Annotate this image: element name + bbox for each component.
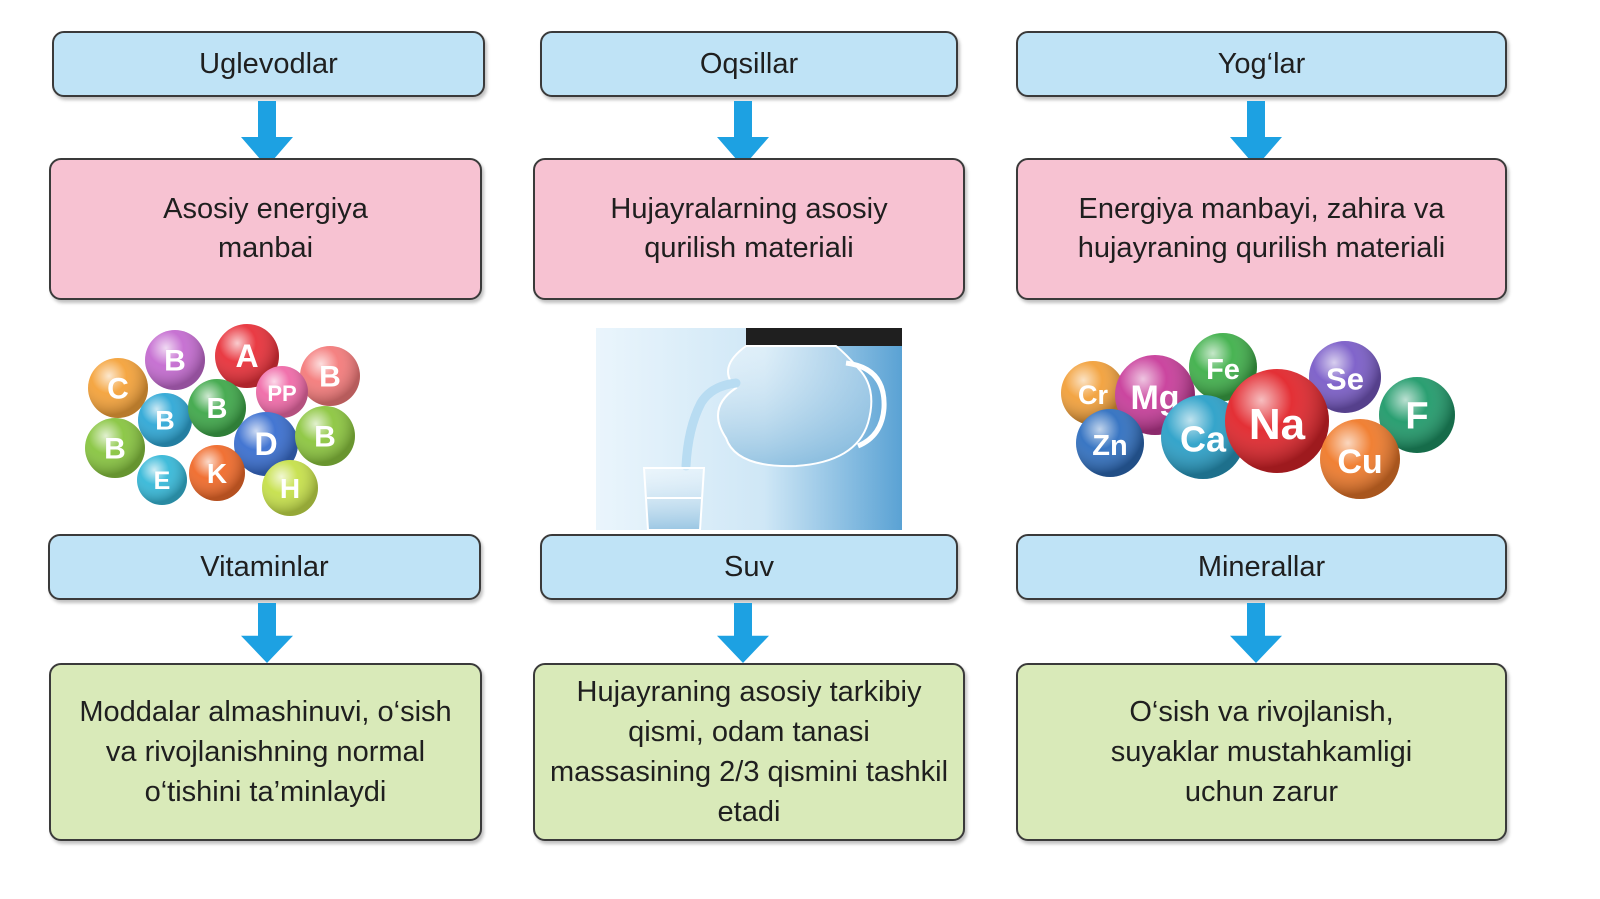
vitamins-header: Vitaminlar xyxy=(48,534,481,600)
mineral-ball-label: Cu xyxy=(1337,443,1382,481)
mineral-ball-label: Se xyxy=(1326,362,1364,397)
vitamins-function: Moddalar almashinuvi, o‘sish va rivojlan… xyxy=(49,663,482,841)
down-arrow-icon xyxy=(1230,603,1282,663)
minerals-label: Minerallar xyxy=(1197,550,1326,583)
vitamin-ball-label: PP xyxy=(267,381,296,406)
mineral-ball-label: Zn xyxy=(1092,430,1127,462)
vitamin-ball-label: A xyxy=(235,338,258,374)
down-arrow-icon xyxy=(241,101,293,167)
vitamin-ball-label: B xyxy=(104,433,126,466)
minerals-function-text: O‘sish va rivojlanish, suyaklar mustahka… xyxy=(1110,696,1413,808)
fats-header: Yog‘lar xyxy=(1016,31,1507,97)
carbohydrates-function: Asosiy energiya manbai xyxy=(49,158,482,300)
vitamin-ball-label: C xyxy=(107,373,129,406)
vitamin-ball-label: K xyxy=(207,458,227,489)
mineral-ball-label: F xyxy=(1405,395,1428,437)
vitamin-ball-label: B xyxy=(155,405,175,435)
vitamin-ball-label: B xyxy=(164,345,186,378)
down-arrow-icon xyxy=(1230,101,1282,167)
down-arrow-icon xyxy=(717,101,769,167)
down-arrow-icon xyxy=(241,603,293,663)
proteins-label: Oqsillar xyxy=(699,47,799,80)
minerals-function: O‘sish va rivojlanish, suyaklar mustahka… xyxy=(1016,663,1507,841)
proteins-function-text: Hujayralarning asosiy qurilish materiali xyxy=(610,193,888,264)
vitamins-label: Vitaminlar xyxy=(200,550,329,583)
vitamin-ball-label: B xyxy=(207,393,228,425)
vitamins-function-text: Moddalar almashinuvi, o‘sish va rivojlan… xyxy=(79,696,452,808)
fats-label: Yog‘lar xyxy=(1217,47,1306,80)
proteins-header: Oqsillar xyxy=(540,31,958,97)
mineral-ball-label: Fe xyxy=(1206,354,1240,386)
vitamin-ball-label: B xyxy=(319,361,341,394)
vitamin-ball-label: H xyxy=(280,473,300,504)
mineral-ball-label: Ca xyxy=(1180,419,1227,460)
vitamin-ball-label: E xyxy=(154,467,171,495)
water-function-text: Hujayraning asosiy tarkibiy qismi, odam … xyxy=(549,676,949,828)
fats-function: Energiya manbayi, zahira va hujayraning … xyxy=(1016,158,1507,300)
vitamin-ball-label: D xyxy=(254,426,277,462)
water-label: Suv xyxy=(724,550,774,583)
minerals-header: Minerallar xyxy=(1016,534,1507,600)
water-header: Suv xyxy=(540,534,958,600)
carbohydrates-header: Uglevodlar xyxy=(52,31,485,97)
vitamin-ball-label: B xyxy=(314,421,336,454)
carbohydrates-function-text: Asosiy energiya manbai xyxy=(163,193,368,264)
mineral-ball-label: Cr xyxy=(1078,380,1108,410)
down-arrow-icon xyxy=(717,603,769,663)
water-function: Hujayraning asosiy tarkibiy qismi, odam … xyxy=(533,663,965,841)
water-pitcher-illustration xyxy=(596,328,902,530)
carbohydrates-label: Uglevodlar xyxy=(199,47,338,80)
fats-function-text: Energiya manbayi, zahira va hujayraning … xyxy=(1077,193,1446,264)
mineral-ball-label: Na xyxy=(1249,400,1306,449)
proteins-function: Hujayralarning asosiy qurilish materiali xyxy=(533,158,965,300)
